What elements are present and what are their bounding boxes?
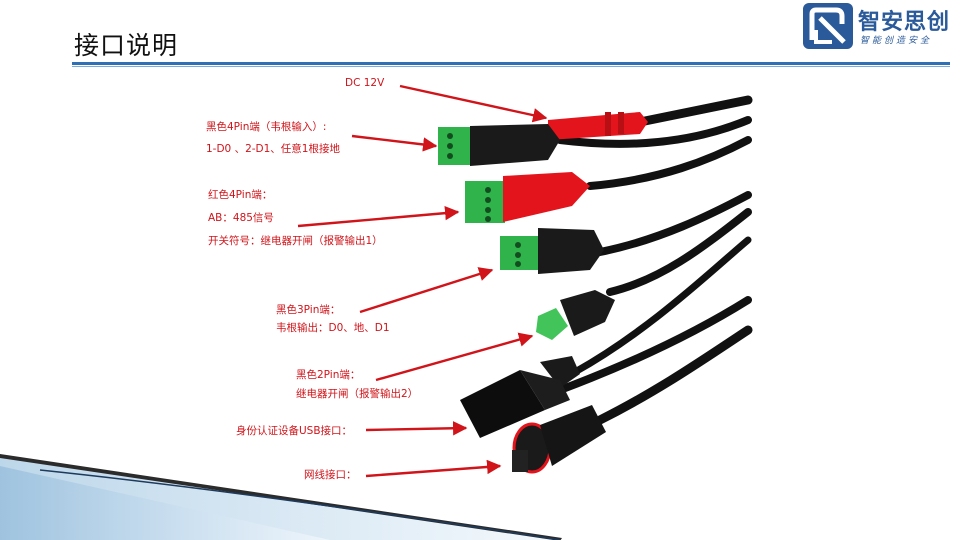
decorative-swoosh <box>0 454 562 540</box>
label-red-4pin-relay: 开关符号：继电器开闸（报警输出1） <box>208 235 383 247</box>
rj45-connector <box>512 405 606 474</box>
label-red-4pin-ab: AB：485信号 <box>208 212 274 224</box>
logo-slogan: 智能创造安全 <box>860 36 933 46</box>
black-4pin-relay-connector <box>500 228 604 274</box>
cable-bundle <box>556 95 753 425</box>
label-rj45-port: 网线接口： <box>304 469 357 481</box>
header-divider <box>72 62 950 65</box>
label-black-4pin-detail: 1-D0 、2-D1、任意1根接地 <box>206 143 340 155</box>
label-usb-port: 身份认证设备USB接口： <box>236 425 353 437</box>
black-3pin-connector <box>536 290 615 340</box>
pointer-arrows <box>297 84 548 478</box>
black-4pin-connector <box>438 124 560 166</box>
company-logo: 智安思创 智能创造安全 <box>802 2 958 50</box>
label-black-2pin-title: 黑色2Pin端： <box>296 369 361 381</box>
logo-mark-icon <box>803 3 853 49</box>
label-dc-12v: DC 12V <box>345 77 385 89</box>
usb-connector <box>460 370 570 438</box>
dc-power-plug <box>548 112 648 140</box>
label-black-4pin-title: 黑色4Pin端（韦根输入）: <box>206 121 327 133</box>
red-4pin-connector <box>465 172 590 223</box>
label-black-3pin-title: 黑色3Pin端： <box>276 304 341 316</box>
logo-name: 智安思创 <box>858 10 951 35</box>
header-divider-thin <box>72 66 950 67</box>
label-black-2pin-detail: 继电器开闸（报警输出2） <box>296 388 419 400</box>
label-black-3pin-detail: 韦根输出：D0、地、D1 <box>276 322 390 334</box>
label-red-4pin-title: 红色4Pin端： <box>208 189 273 201</box>
page-title: 接口说明 <box>74 31 179 60</box>
black-2pin-connector <box>540 356 580 388</box>
